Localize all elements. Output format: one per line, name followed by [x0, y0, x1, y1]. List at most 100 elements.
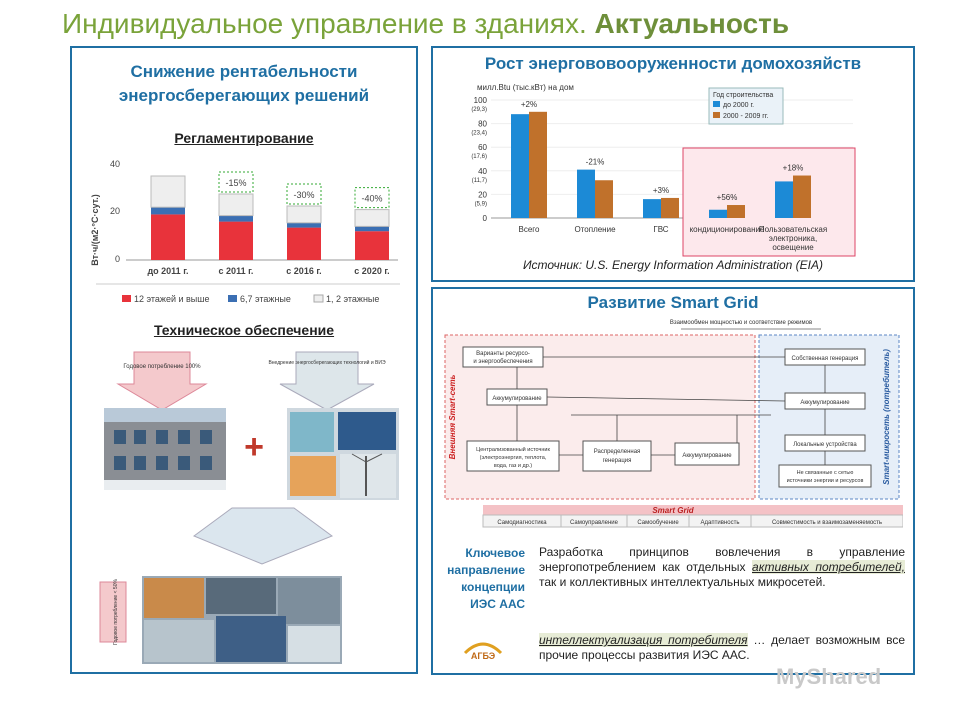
left-panel: Снижение рентабельности энергосберегающи… [70, 46, 418, 674]
plus-icon: + [244, 428, 264, 466]
bar-white [286, 205, 322, 224]
y-tick-40: 40 [110, 159, 120, 169]
svg-text:Аккумулирование: Аккумулирование [800, 400, 850, 406]
cat-label: Всего [519, 225, 541, 234]
rb-heading: Развитие Smart Grid [587, 293, 759, 312]
key-paragraph-2: интеллектуализация потребителя … делает … [539, 633, 905, 662]
y-tick: 80 [478, 120, 487, 129]
svg-text:Распределенная: Распределенная [594, 449, 641, 455]
left-vertical-label: Внешняя Smart-сеть [448, 374, 457, 459]
bar-2000-2009 [727, 205, 745, 218]
cat-label: с 2016 г. [286, 266, 321, 276]
y-tick: 40 [478, 167, 487, 176]
highlight-consumer-intelligence: интеллектуализация потребителя [539, 633, 748, 647]
feature-item: Совместимость и взаимозаменяемость [772, 520, 882, 526]
legend-swatch-blue [228, 295, 237, 302]
reduction-label: -15% [225, 178, 246, 188]
svg-text:вода, газ и др.): вода, газ и др.) [494, 463, 532, 469]
legend-item: 2000 - 2009 гг. [723, 113, 769, 120]
cat-label: с 2011 г. [219, 266, 254, 276]
chart2-legend [708, 87, 784, 125]
svg-text:генерация: генерация [603, 458, 632, 464]
svg-text:АГБЭ: АГБЭ [471, 651, 496, 661]
reduction-label: -30% [293, 190, 314, 200]
cat-label: электроника, [769, 234, 817, 243]
smart-grid-diagram: Взаимообмен мощностью и соответствие реж… [444, 320, 903, 528]
svg-text:и энергообеспечения: и энергообеспечения [473, 359, 532, 365]
svg-text:Собственная генерация: Собственная генерация [792, 356, 859, 362]
cat-label: с 2020 г. [354, 266, 389, 276]
chart1-ylabel: Вт·ч/(м2·°С·сут.) [90, 194, 100, 266]
y-tick: 100 [474, 96, 488, 105]
y-tick: 0 [483, 214, 488, 223]
agbe-logo: АГБЭ [461, 635, 505, 665]
title-accent: Актуальность [594, 8, 790, 39]
source-note: Источник: U.S. Energy Information Admini… [522, 258, 824, 272]
y-tick-kwh: (11,7) [472, 178, 487, 184]
section-technical: Техническое обеспечение [153, 322, 335, 338]
svg-text:Варианты ресурсо-: Варианты ресурсо- [476, 351, 530, 357]
svg-text:Smart Grid: Smart Grid [652, 506, 694, 515]
cat-label: кондиционирование [690, 225, 765, 234]
y-tick-kwh: (5,9) [475, 201, 487, 207]
section-regulation: Регламентирование [174, 130, 314, 146]
box-distributed [582, 440, 652, 472]
rt-heading: Рост энергововооруженности домохозяйств [484, 54, 862, 73]
change-label: +56% [717, 193, 738, 202]
legend-title: Год строительства [713, 92, 773, 99]
bar-before-2000 [775, 181, 793, 218]
legend-item: 6,7 этажные [240, 294, 291, 304]
cat-label: Пользовательская [759, 225, 827, 234]
bar-red [219, 221, 253, 260]
svg-text:источники энергии и ресурсов: источники энергии и ресурсов [787, 478, 864, 484]
bar-blue [287, 222, 321, 228]
key-label: Ключевое направление концепции ИЭС ААС [447, 546, 525, 611]
reduction-box [286, 183, 322, 205]
box-central-source [466, 440, 560, 472]
bar-red [151, 214, 185, 260]
bar-red [355, 231, 389, 260]
y-tick: 20 [478, 190, 487, 199]
bar-2000-2009 [661, 197, 679, 218]
title-main: Индивидуальное управление в зданиях. [62, 8, 587, 39]
legend-swatch-white [313, 294, 324, 303]
consumption-arrow-50 [99, 581, 127, 643]
y-tick-0: 0 [115, 254, 120, 264]
reduction-box [354, 187, 390, 209]
bar-red [287, 227, 321, 260]
diagram-connectors [516, 356, 826, 465]
reduction-box [218, 171, 254, 193]
smart-grid-bar [483, 505, 903, 515]
cat-label: Отопление [574, 225, 616, 234]
technology-arrow [279, 351, 375, 411]
right-vertical-label: Smart-микросеть (потребитель) [882, 349, 891, 485]
arrow3-label: Годовое потребление < 50% [113, 579, 119, 645]
regulation-chart: Вт·ч/(м2·°С·сут.) 40 20 0 -15%-30%-40% д… [90, 159, 400, 304]
y-tick-20: 20 [110, 206, 120, 216]
y-tick-kwh: (23,4) [471, 131, 487, 137]
feature-item: Самоуправление [570, 520, 619, 526]
key-paragraph-1: Разработка принципов вовлечения в управл… [539, 545, 905, 589]
y-tick: 60 [478, 143, 487, 152]
energy-chart: милл.Btu (тыс.кВт) на дом 100(29,3)80(23… [471, 83, 856, 257]
change-label: +3% [653, 186, 669, 195]
svg-text:Не связанные с сетью: Не связанные с сетью [797, 470, 854, 476]
cat-label: до 2011 г. [147, 266, 188, 276]
change-label: -21% [586, 158, 605, 167]
legend-item: 12 этажей и выше [134, 294, 210, 304]
right-top-panel: Рост энергововооруженности домохозяйств … [431, 46, 915, 282]
bar-white [354, 209, 390, 227]
cat-label: освещение [772, 243, 814, 252]
svg-text:(электроэнергия, теплота,: (электроэнергия, теплота, [480, 455, 547, 461]
bar-blue [355, 226, 389, 232]
change-label: +18% [783, 164, 804, 173]
svg-text:Локальные устройства: Локальные устройства [793, 441, 857, 448]
feature-item: Самообучение [637, 520, 679, 526]
bar-before-2000 [511, 114, 529, 218]
feature-item: Самодиагностика [497, 520, 547, 526]
bar-before-2000 [577, 169, 595, 218]
bar-2000-2009 [529, 111, 547, 218]
bar-blue [219, 215, 253, 222]
right-bottom-panel: Развитие Smart Grid Взаимообмен мощность… [431, 287, 915, 675]
top-label: Взаимообмен мощностью и соответствие реж… [670, 320, 812, 326]
